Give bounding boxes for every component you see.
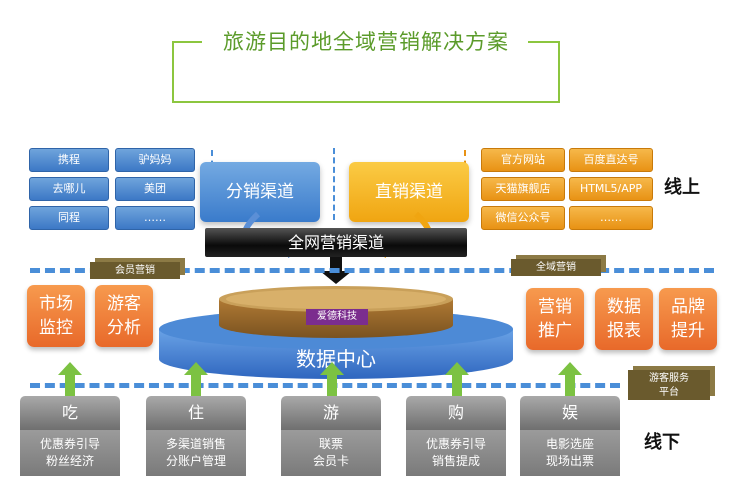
channel-chip: HTML5/APP (569, 177, 653, 201)
offline-item-line: 电影选座 (545, 437, 594, 451)
channel-chip: …… (569, 206, 653, 230)
offline-item-body: 电影选座 现场出票 (520, 430, 620, 476)
online-label: 线上 (664, 177, 700, 198)
box-line: 市场 (39, 294, 73, 314)
direct-channel: 直销渠道 (349, 162, 469, 222)
offline-item-box: 购 优惠券引导 销售提成 (406, 396, 506, 476)
channel-chip: 官方网站 (481, 148, 565, 172)
title-frame-top-right (528, 41, 558, 43)
offline-item-line: 优惠券引导 (425, 437, 486, 451)
title-frame (172, 41, 560, 103)
offline-item-body: 联票 会员卡 (281, 430, 381, 476)
offline-item-line: 联票 (318, 437, 343, 451)
up-arrow-icon (58, 362, 82, 396)
brand-label: 爱德科技 (306, 309, 368, 325)
offline-item-body: 优惠券引导 销售提成 (406, 430, 506, 476)
box-line: 提升 (671, 321, 705, 341)
offline-item-head: 住 (146, 396, 246, 430)
page-title: 旅游目的地全域营销解决方案 (172, 28, 560, 56)
offline-item-box: 吃 优惠券引导 粉丝经济 (20, 396, 120, 476)
analysis-box: 营销推广 (526, 288, 584, 350)
box-line: 营销 (538, 297, 572, 317)
analysis-box: 品牌提升 (659, 288, 717, 350)
offline-item-line: 粉丝经济 (45, 454, 94, 468)
tourist-service-line: 平台 (659, 387, 679, 398)
box-line: 推广 (538, 321, 572, 341)
box-line: 报表 (607, 321, 641, 341)
member-marketing-tag: 会员营销 (90, 262, 180, 279)
box-line: 数据 (607, 297, 641, 317)
down-arrow-icon (320, 257, 352, 284)
global-marketing-tag: 全域营销 (511, 259, 601, 276)
offline-item-head: 购 (406, 396, 506, 430)
box-line: 游客 (107, 294, 141, 314)
online-divider-line (30, 268, 714, 273)
offline-label: 线下 (644, 432, 680, 453)
offline-item-line: 现场出票 (545, 454, 594, 468)
offline-item-box: 住 多渠道销售 分账户管理 (146, 396, 246, 476)
offline-divider-line (30, 383, 620, 388)
offline-item-head: 娱 (520, 396, 620, 430)
channel-chip: 天猫旗舰店 (481, 177, 565, 201)
channel-chip: 美团 (115, 177, 195, 201)
distribution-channel: 分销渠道 (200, 162, 320, 222)
offline-item-box: 游 联票 会员卡 (281, 396, 381, 476)
title-frame-top-left (172, 41, 202, 43)
channel-chip: 同程 (29, 206, 109, 230)
up-arrow-icon (558, 362, 582, 396)
offline-item-line: 多渠道销售 (165, 437, 226, 451)
offline-item-body: 多渠道销售 分账户管理 (146, 430, 246, 476)
omni-channel-bar: 全网营销渠道 (205, 228, 467, 257)
offline-item-head: 游 (281, 396, 381, 430)
up-arrow-icon (320, 362, 344, 396)
divider (333, 148, 335, 220)
channel-chip: 携程 (29, 148, 109, 172)
analysis-box: 市场监控 (27, 285, 85, 347)
box-line: 监控 (39, 318, 73, 338)
up-arrow-icon (184, 362, 208, 396)
offline-item-box: 娱 电影选座 现场出票 (520, 396, 620, 476)
offline-item-line: 优惠券引导 (39, 437, 100, 451)
analysis-box: 游客分析 (95, 285, 153, 347)
offline-item-body: 优惠券引导 粉丝经济 (20, 430, 120, 476)
box-line: 品牌 (671, 297, 705, 317)
channel-chip: 驴妈妈 (115, 148, 195, 172)
offline-item-head: 吃 (20, 396, 120, 430)
box-line: 分析 (107, 318, 141, 338)
tourist-service-tag: 游客服务 平台 (628, 370, 710, 400)
channel-chip: …… (115, 206, 195, 230)
channel-chip: 去哪儿 (29, 177, 109, 201)
tourist-service-line: 游客服务 (649, 373, 689, 384)
up-arrow-icon (445, 362, 469, 396)
offline-item-line: 分账户管理 (165, 454, 226, 468)
channel-chip: 微信公众号 (481, 206, 565, 230)
offline-item-line: 销售提成 (431, 454, 480, 468)
analysis-box: 数据报表 (595, 288, 653, 350)
channel-chip: 百度直达号 (569, 148, 653, 172)
offline-item-line: 会员卡 (312, 454, 349, 468)
